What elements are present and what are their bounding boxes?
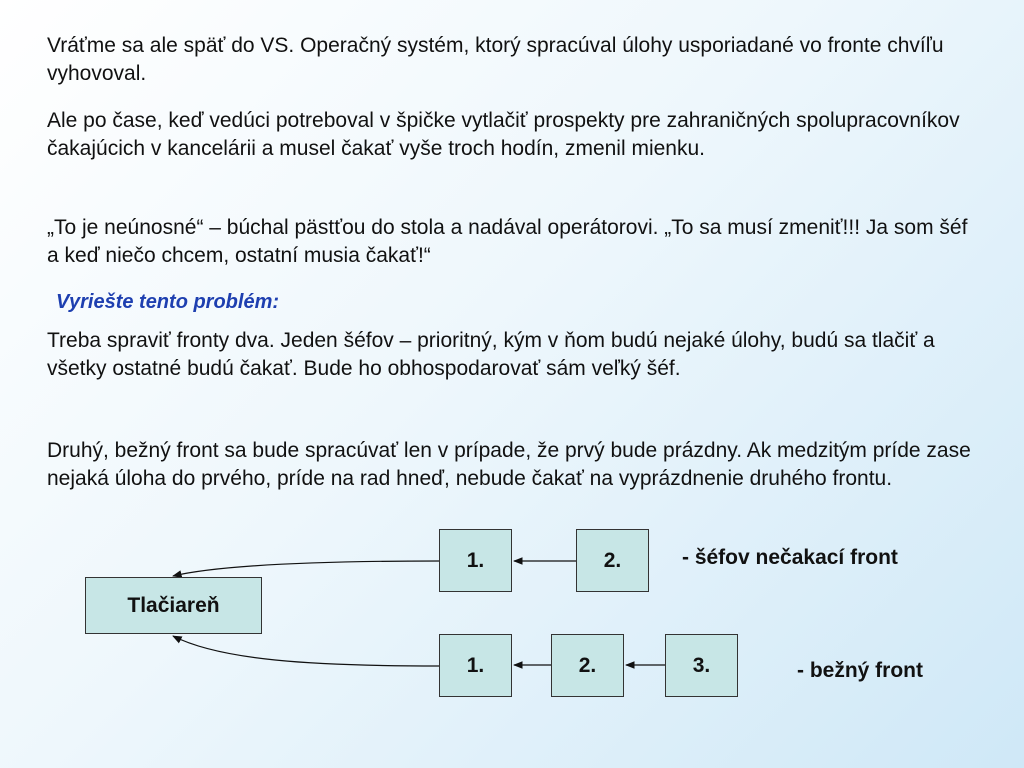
paragraph-intro: Vráťme sa ale späť do VS. Operačný systé…: [47, 34, 944, 85]
normal-queue-item-3: 3.: [665, 634, 738, 697]
arrow-boss-to-printer: [172, 560, 440, 578]
paragraph-quote: „To je neúnosné“ – búchal pästťou do sto…: [47, 216, 968, 267]
paragraph-solution-2: Druhý, bežný front sa bude spracúvať len…: [47, 439, 971, 490]
arrow-normal-to-printer: [172, 635, 440, 667]
paragraph-solution-1: Treba spraviť fronty dva. Jeden šéfov – …: [47, 329, 935, 380]
boss-queue-item-2: 2.: [576, 529, 649, 592]
printer-box: Tlačiareň: [85, 577, 262, 634]
normal-queue-item-2: 2.: [551, 634, 624, 697]
normal-queue-label: - bežný front: [797, 659, 923, 682]
normal-queue-item-1: 1.: [439, 634, 512, 697]
task-heading: Vyriešte tento problém:: [56, 291, 280, 313]
boss-queue-item-1: 1.: [439, 529, 512, 592]
paragraph-problem: Ale po čase, keď vedúci potreboval v špi…: [47, 109, 960, 160]
boss-queue-label: - šéfov nečakací front: [682, 546, 898, 569]
